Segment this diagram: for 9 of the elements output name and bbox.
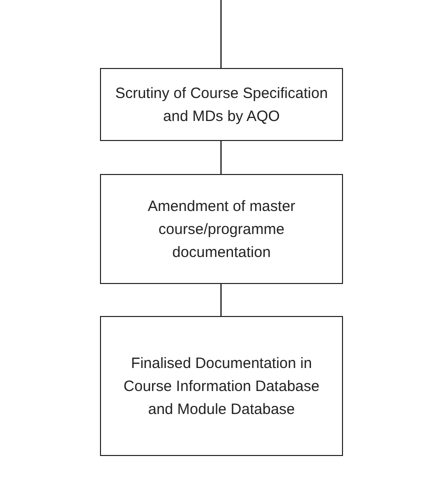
connector-line — [220, 284, 222, 316]
box-text: Finalised Documentation in Course Information Database and Module Database — [122, 354, 320, 420]
connector-line — [220, 141, 222, 174]
process-box — [100, 68, 343, 141]
box-text: Scrutiny of Course Specification and MDs by AQO — [115, 84, 328, 126]
box-text: Amendment of master course/programme documentation — [146, 196, 296, 262]
connector-line — [220, 0, 222, 68]
process-box — [100, 174, 343, 284]
process-box — [100, 316, 343, 456]
